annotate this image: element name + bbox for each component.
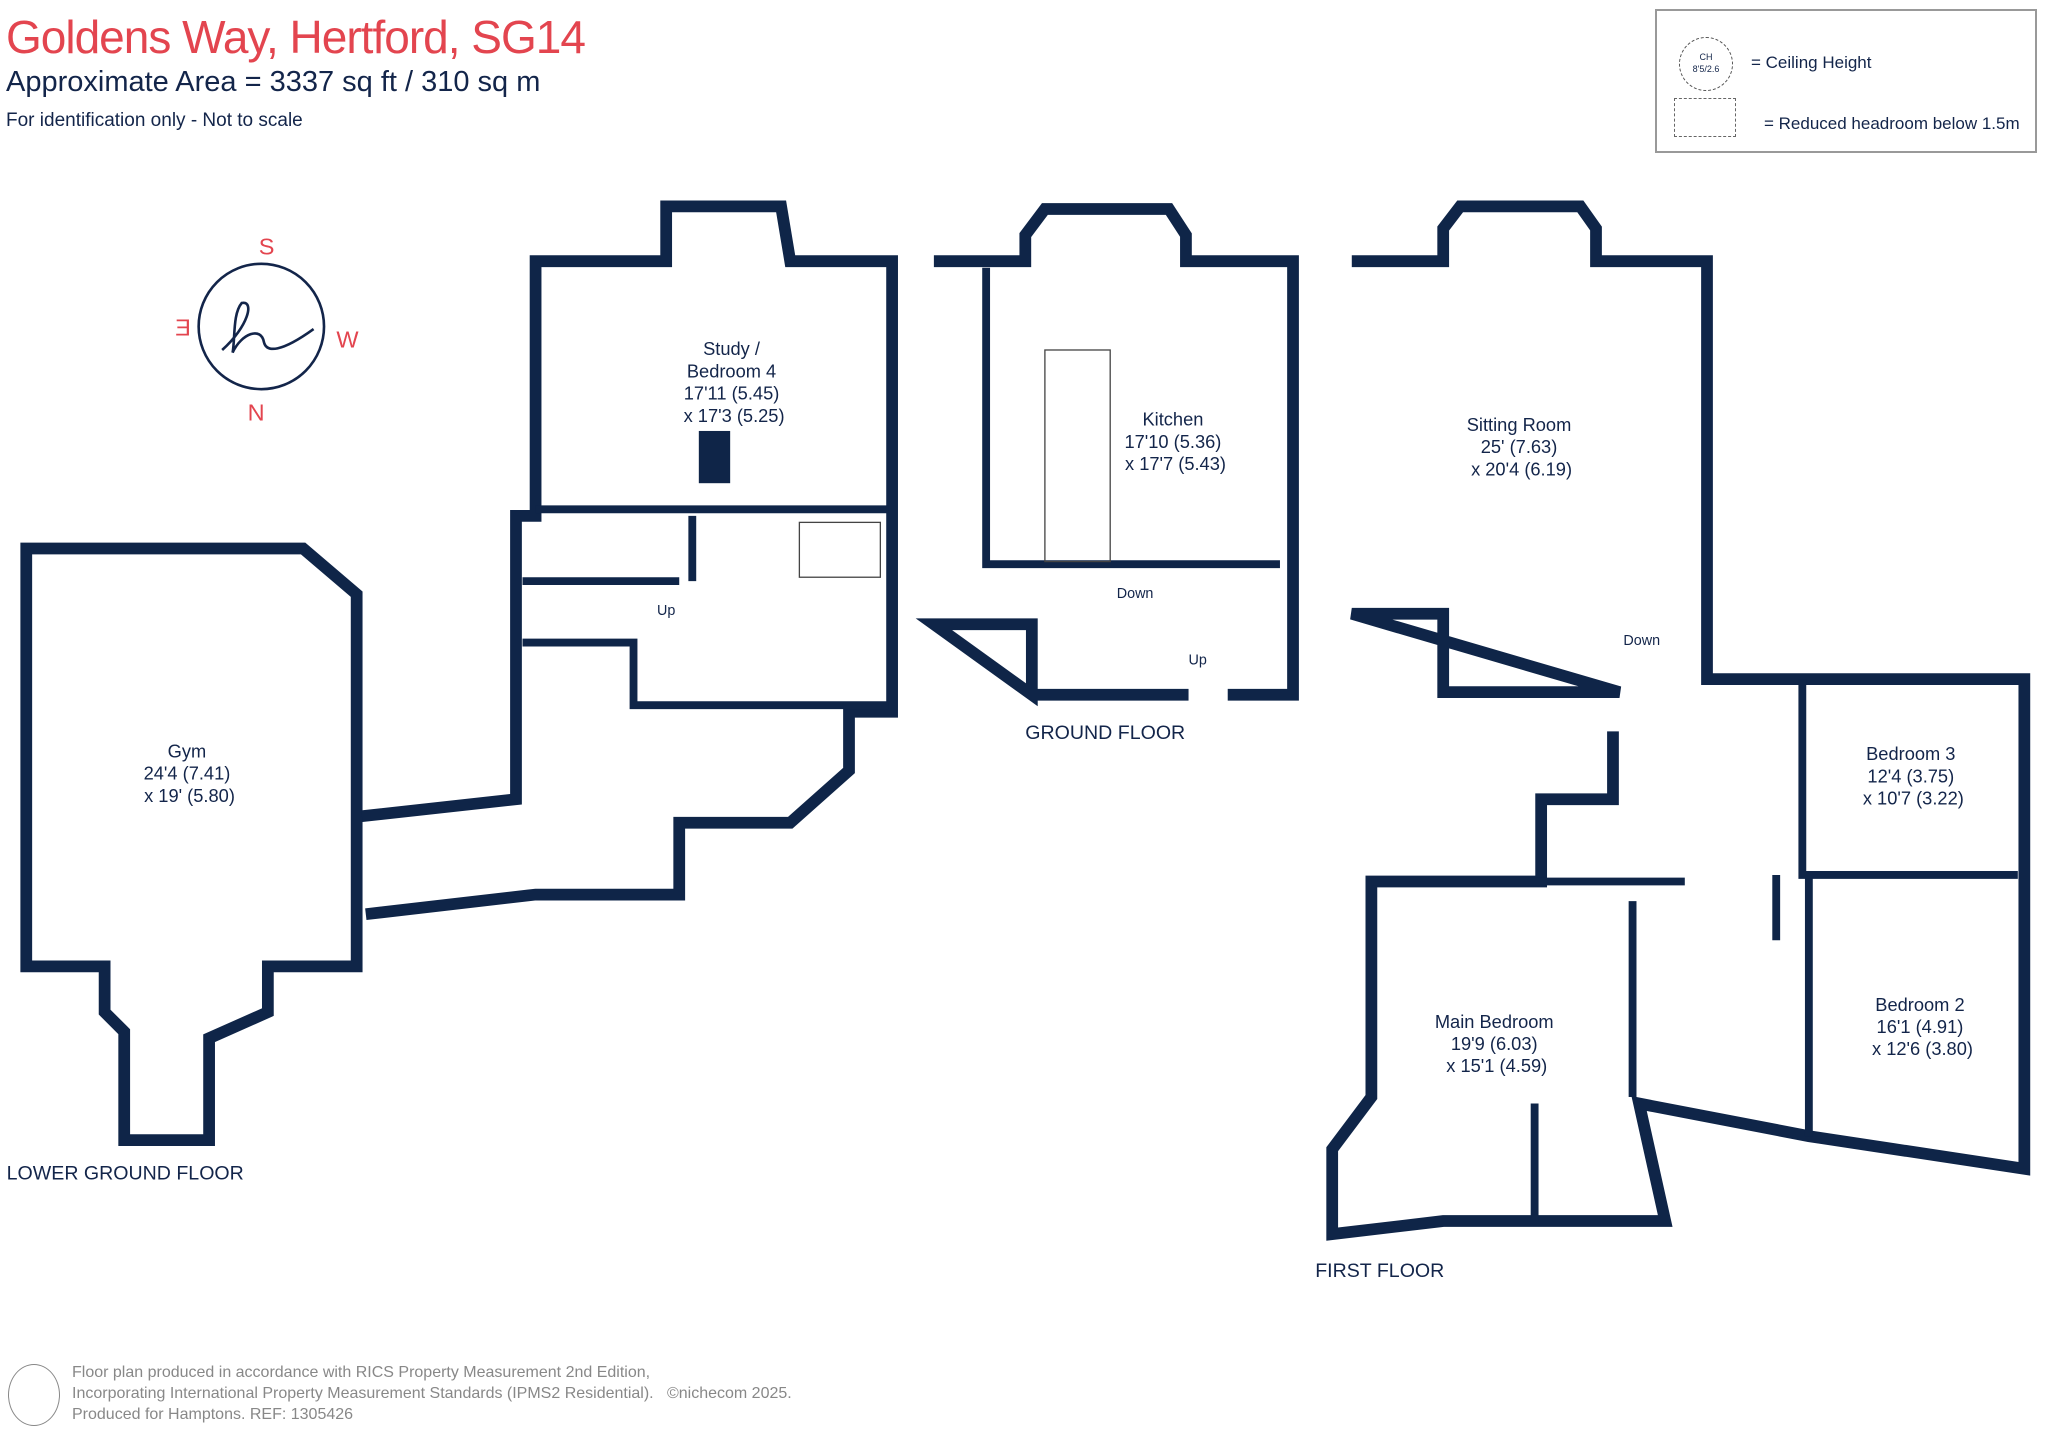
room-dim: x 20'4 (6.19)	[1471, 458, 1572, 479]
approximate-area: Approximate Area = 3337 sq ft / 310 sq m	[6, 66, 541, 98]
compass-s: S	[259, 234, 275, 260]
compass-w: W	[336, 326, 359, 352]
room-bedroom3: Bedroom 3 12'4 (3.75) x 10'7 (3.22)	[1863, 743, 1964, 808]
footer: Floor plan produced in accordance with R…	[72, 1362, 792, 1425]
compass: S N E W	[175, 234, 359, 426]
compass-ring	[197, 262, 326, 391]
room-gym: Gym 24'4 (7.41) x 19' (5.80)	[144, 740, 236, 805]
ch-text: CH	[1699, 52, 1713, 62]
room-dim: 17'11 (5.45)	[684, 383, 780, 404]
room-name: Bedroom 2	[1875, 994, 1964, 1015]
logo-icon	[221, 301, 315, 354]
stair-up-lower: Up	[657, 603, 675, 619]
chimney-block	[698, 430, 731, 484]
room-dim: x 17'7 (5.43)	[1125, 453, 1226, 474]
first-floor-walls	[1326, 200, 2031, 1241]
stair-down-ground: Down	[1117, 586, 1154, 602]
lower-ground-internal	[522, 505, 889, 710]
room-dim: x 15'1 (4.59)	[1446, 1055, 1547, 1076]
lower-ground-walls	[361, 200, 898, 920]
legend: CH 8'5/2.6 = Ceiling Height = Reduced hea…	[1655, 9, 2037, 153]
first-floor-internal	[1371, 679, 2018, 1222]
room-study: Study / Bedroom 4 17'11 (5.45) x 17'3 (5…	[684, 338, 785, 426]
room-dim: 16'1 (4.91)	[1877, 1016, 1964, 1037]
compass-n: N	[248, 400, 265, 426]
room-bedroom2: Bedroom 2 16'1 (4.91) x 12'6 (3.80)	[1872, 994, 1973, 1059]
footer-line3: Produced for Hamptons. REF: 1305426	[72, 1406, 354, 1423]
footer-line1: Floor plan produced in accordance with R…	[72, 1364, 651, 1381]
room-name: Sitting Room	[1467, 414, 1572, 435]
gym-walls	[20, 542, 363, 1146]
room-name: Kitchen	[1142, 409, 1203, 430]
room-sitting: Sitting Room 25' (7.63) x 20'4 (6.19)	[1467, 414, 1577, 479]
kitchen-walls	[915, 203, 1299, 707]
floor-label-lower-ground: LOWER GROUND FLOOR	[7, 1162, 244, 1184]
room-dim: 12'4 (3.75)	[1867, 765, 1954, 786]
kitchen-island	[1044, 349, 1111, 563]
room-dim: x 19' (5.80)	[144, 785, 235, 806]
kitchen-internal	[982, 267, 1280, 569]
reduced-headroom-symbol	[1674, 98, 1736, 137]
room-kitchen: Kitchen 17'10 (5.36) x 17'7 (5.43)	[1124, 409, 1226, 474]
room-dim: x 12'6 (3.80)	[1872, 1038, 1973, 1059]
room-dim: 17'10 (5.36)	[1124, 431, 1221, 452]
ceiling-height-symbol: CH 8'5/2.6	[1679, 37, 1733, 91]
stair-down-first: Down	[1623, 633, 1660, 649]
compass-e: E	[175, 315, 191, 341]
room-dim: 24'4 (7.41)	[144, 763, 231, 784]
floor-label-first: FIRST FLOOR	[1315, 1260, 1444, 1282]
shower	[798, 521, 881, 578]
room-name: Gym	[168, 740, 207, 761]
room-main-bedroom: Main Bedroom 19'9 (6.03) x 15'1 (4.59)	[1435, 1011, 1559, 1076]
footer-line2: Incorporating International Property Mea…	[72, 1385, 654, 1402]
room-dim: x 10'7 (3.22)	[1863, 787, 1964, 808]
stair-up-ground: Up	[1189, 653, 1207, 669]
reduced-headroom-label: = Reduced headroom below 1.5m	[1764, 114, 2020, 133]
room-name: Bedroom 3	[1866, 743, 1955, 764]
person-icon	[8, 1364, 60, 1426]
room-name: Bedroom 4	[687, 360, 776, 381]
room-dim: 19'9 (6.03)	[1451, 1033, 1538, 1054]
room-name: Main Bedroom	[1435, 1011, 1554, 1032]
scale-note: For identification only - Not to scale	[6, 110, 303, 131]
ceiling-height-label: = Ceiling Height	[1751, 53, 1872, 72]
room-dim: 25' (7.63)	[1481, 436, 1558, 457]
ch-value: 8'5/2.6	[1692, 64, 1720, 74]
room-dim: x 17'3 (5.25)	[684, 405, 785, 426]
room-name: Study /	[703, 338, 761, 359]
property-title: Goldens Way, Hertford, SG14	[6, 11, 586, 63]
floor-label-ground: GROUND FLOOR	[1025, 722, 1185, 744]
copyright: ©nichecom 2025.	[666, 1385, 792, 1402]
